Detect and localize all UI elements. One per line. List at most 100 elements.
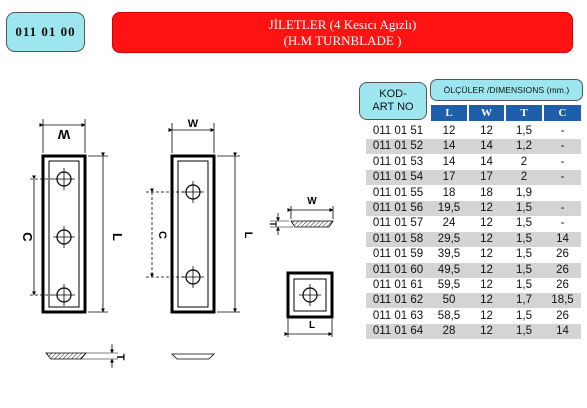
cell-w: 12 [480, 325, 493, 338]
cell-c: 26 [556, 309, 569, 322]
blade-two-holes [146, 123, 240, 360]
cell-l: 39,5 [437, 248, 461, 261]
cell-t: 1,9 [516, 186, 532, 199]
cell-c: 26 [556, 263, 569, 276]
table-row: 011 01 63 58,5 12 1,5 26 [366, 309, 581, 324]
cell-l: 17 [442, 171, 456, 184]
cell-c: - [560, 202, 565, 214]
cell-code: 011 01 57 [372, 217, 424, 230]
cell-t: 1,5 [516, 202, 532, 214]
cell-l: 24 [442, 217, 456, 230]
cell-code: 011 01 60 [372, 263, 424, 276]
subtitle: (H.M TURNBLADE ) [283, 32, 402, 48]
cell-w: 12 [480, 217, 493, 230]
cell-code: 011 01 59 [372, 248, 424, 261]
cell-c: - [560, 171, 565, 184]
table-row: 011 01 60 49,5 12 1,5 26 [366, 262, 581, 278]
kod-header-line1: KOD- [379, 88, 407, 100]
cell-c: - [560, 217, 565, 230]
cell-code: 011 01 55 [372, 186, 424, 199]
title-main: JİLETLER [268, 16, 327, 32]
cell-code: 011 01 58 [372, 232, 424, 245]
title-line: JİLETLER (4 Kesıcı Agızlı) [112, 17, 573, 33]
cell-code: 011 01 56 [372, 202, 424, 214]
cell-code: 011 01 62 [372, 294, 424, 307]
kod-header-line2: ART NO [372, 101, 414, 113]
kod-header: KOD- ART NO [359, 82, 427, 120]
cell-w: 12 [480, 232, 493, 245]
cell-l: 19,5 [437, 202, 461, 214]
cell-t: 1,7 [516, 294, 532, 307]
cell-l: 59,5 [437, 279, 461, 291]
cell-t: 2 [520, 171, 528, 184]
cell-t: 1,5 [516, 325, 532, 338]
cell-t: 1,5 [516, 309, 532, 322]
table-row: 011 01 62 50 12 1,7 18,5 [366, 293, 581, 309]
cell-w: 12 [480, 125, 493, 137]
label-l-blade1: L [110, 233, 125, 241]
col-header-w: W [469, 105, 504, 121]
cell-t: 1,5 [516, 248, 532, 261]
cell-code: 011 01 52 [372, 140, 424, 153]
cell-c: 26 [556, 279, 569, 291]
title-paren: (4 Kesıcı Agızlı) [329, 16, 417, 32]
cell-t: 1,5 [516, 232, 532, 245]
cell-c: 14 [556, 325, 569, 338]
label-c-blade1: C [20, 232, 35, 242]
col-header-l: L [431, 105, 467, 121]
cell-l: 18 [442, 186, 456, 199]
product-code-badge: 011 01 00 [6, 12, 85, 52]
blade-three-holes [30, 119, 118, 368]
cell-t: 2 [520, 155, 528, 168]
cell-w: 12 [480, 309, 493, 322]
label-l-square: L [309, 320, 315, 331]
cell-w: 18 [480, 186, 493, 199]
cell-w: 12 [480, 263, 493, 276]
cell-l: 49,5 [437, 263, 461, 276]
cell-l: 50 [442, 294, 456, 307]
product-code: 011 01 00 [15, 24, 76, 39]
cell-code: 011 01 61 [372, 279, 424, 291]
label-c-blade2: C [156, 231, 168, 239]
cell-t: 1,5 [516, 125, 532, 137]
title-banner: JİLETLER (4 Kesıcı Agızlı) (H.M TURNBLAD… [112, 12, 573, 53]
cell-t: 1,2 [516, 140, 532, 153]
table-row: 011 01 57 24 12 1,5 - [366, 216, 581, 231]
cell-c: 26 [556, 248, 569, 261]
cell-t: 1,5 [516, 263, 532, 276]
cell-l: 12 [442, 125, 456, 137]
cell-c: 18,5 [551, 294, 574, 307]
cell-w: 12 [480, 202, 493, 214]
cell-code: 011 01 51 [372, 125, 424, 137]
cell-l: 14 [442, 140, 456, 153]
cell-c: 14 [556, 232, 569, 245]
cell-code: 011 01 53 [372, 155, 424, 168]
cell-w: 14 [480, 155, 493, 168]
cell-code: 011 01 64 [372, 325, 424, 338]
label-w-blade2: W [188, 118, 199, 130]
cell-l: 58,5 [437, 309, 461, 322]
cell-code: 011 01 63 [372, 309, 424, 322]
cell-t: 1,5 [516, 217, 532, 230]
square-insert [270, 206, 334, 337]
label-l-blade2: L [242, 232, 254, 239]
label-w-blade1: W [57, 127, 70, 142]
cell-c: - [560, 140, 565, 153]
cell-c: - [560, 155, 565, 168]
cell-t: 1,5 [516, 279, 532, 291]
table-row: 011 01 55 18 18 1,9 [366, 186, 581, 201]
label-w-square: W [307, 196, 317, 207]
label-t-blade1: T [114, 354, 126, 361]
col-header-t: T [506, 105, 542, 121]
cell-w: 12 [480, 294, 493, 307]
table-row: 011 01 56 19,5 12 1,5 - [366, 201, 581, 216]
label-t-square: T [268, 221, 278, 227]
